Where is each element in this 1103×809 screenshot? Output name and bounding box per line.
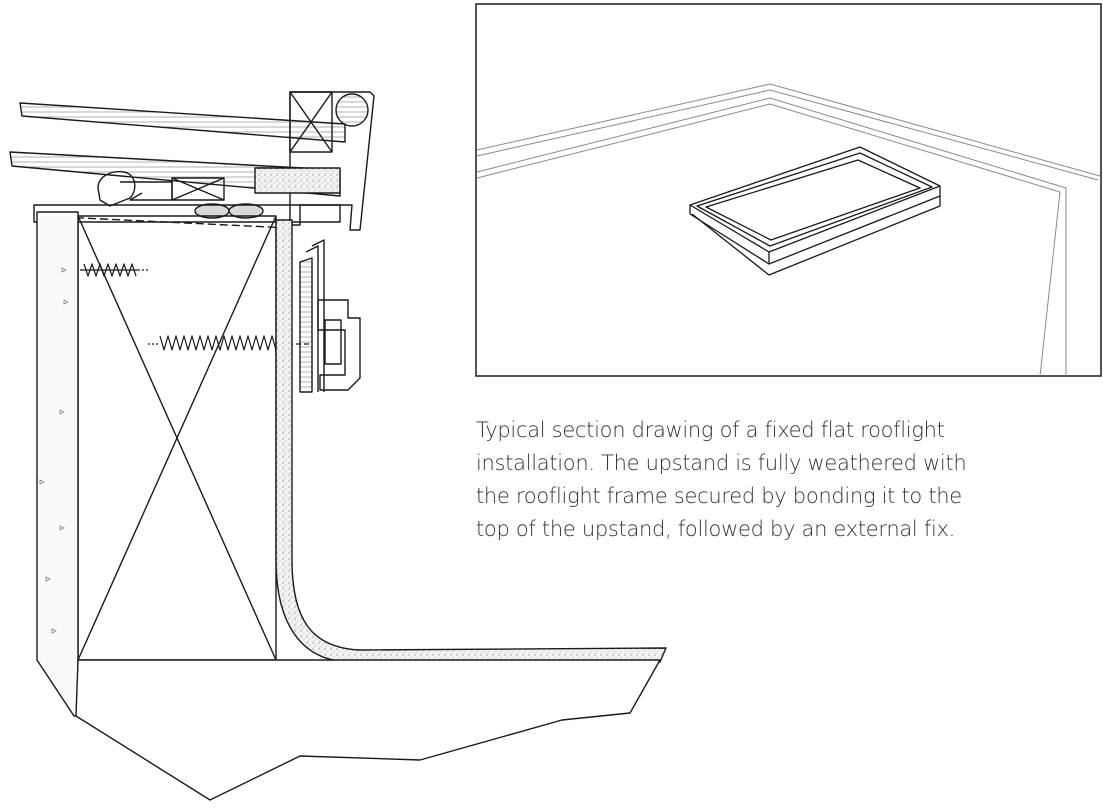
perspective-view-panel xyxy=(475,3,1102,377)
external-fix-bracket xyxy=(299,257,313,393)
screw-upper xyxy=(80,263,150,277)
arrow-clip xyxy=(120,181,173,201)
perspective-frame xyxy=(475,3,1102,377)
roof-outline xyxy=(476,83,1101,377)
spacer-block xyxy=(171,177,225,201)
section-drawing xyxy=(9,91,667,801)
frame-profile xyxy=(289,91,375,231)
weathering-membrane xyxy=(275,219,667,663)
glazing-clip xyxy=(97,170,136,207)
timber-block-top xyxy=(289,91,333,153)
frame-base xyxy=(33,204,341,223)
rooflight-perspective-view xyxy=(689,146,941,276)
bonding-bead-2 xyxy=(228,203,264,219)
caption-text: Typical section drawing of a fixed flat … xyxy=(476,418,967,541)
lining-board xyxy=(36,211,79,717)
roof-deck xyxy=(75,659,661,801)
seal-round xyxy=(335,93,369,127)
lining-marks xyxy=(39,267,69,634)
upper-glazing-pane xyxy=(19,102,346,143)
upper-seal-strip xyxy=(254,167,341,194)
